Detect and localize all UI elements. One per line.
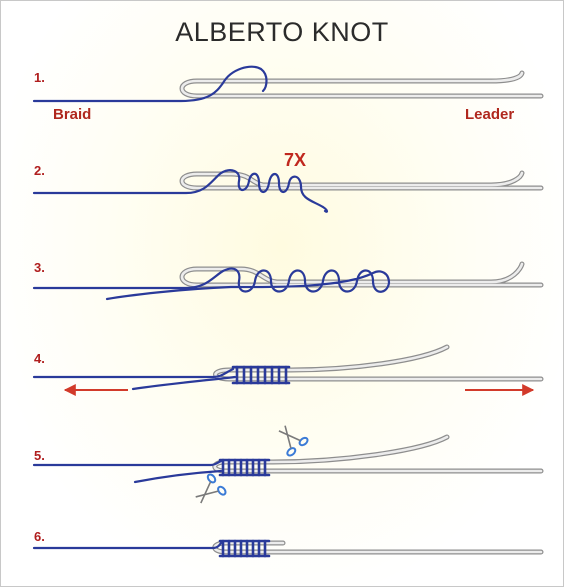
step-4-braid (32, 367, 237, 391)
step-6-braid (32, 541, 223, 550)
scissors-icon (195, 473, 227, 504)
braid-label: Braid (53, 106, 92, 123)
wrap-count-label: 7X (284, 150, 307, 170)
leader-label: Leader (465, 106, 515, 123)
scissors-icon (278, 425, 309, 457)
step-4-number: 4. (34, 351, 45, 366)
step-3-number: 3. (34, 260, 45, 275)
step-1-number: 1. (34, 70, 45, 85)
step-4-drawing (32, 344, 544, 396)
step-1-leader (179, 70, 544, 99)
step-5-braid (32, 459, 223, 484)
step-3-drawing (32, 261, 544, 301)
step-6-leader (212, 540, 544, 555)
step-5-wraps (218, 458, 271, 477)
step-2-drawing (32, 169, 544, 213)
step-5-drawing (32, 425, 544, 504)
step-6-number: 6. (34, 529, 45, 544)
step-1-braid (32, 65, 268, 103)
step-4-wraps (231, 365, 291, 385)
step-2-number: 2. (34, 163, 45, 178)
diagram-title: ALBERTO KNOT (175, 17, 389, 47)
step-3-braid (32, 267, 391, 301)
step-6-wraps (218, 539, 271, 558)
step-1-drawing (32, 65, 544, 103)
step-6-drawing (32, 539, 544, 558)
step-2-braid (32, 169, 329, 213)
step-5-number: 5. (34, 448, 45, 463)
